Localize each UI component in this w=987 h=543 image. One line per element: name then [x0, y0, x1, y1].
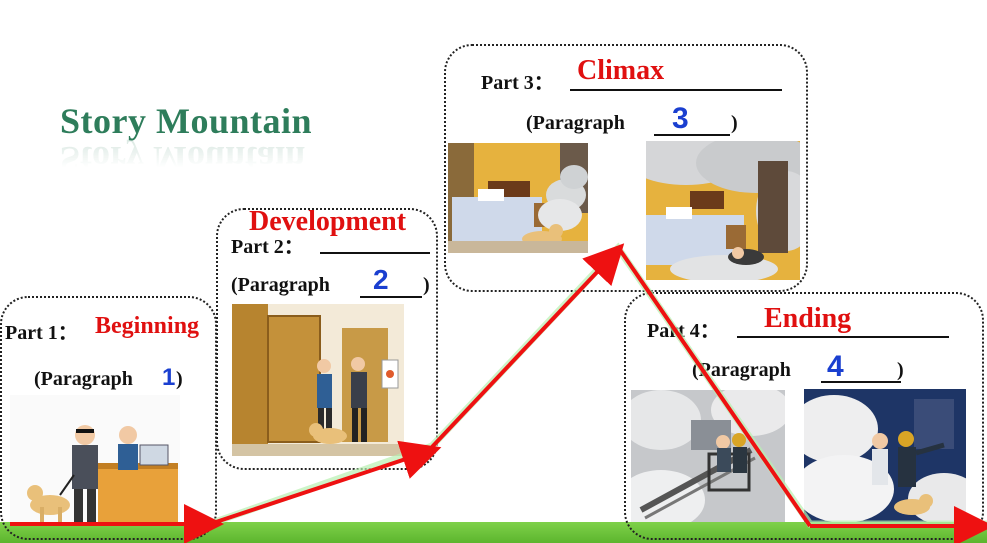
- arrow-to-climax: [432, 252, 616, 447]
- arrow-falling: [620, 250, 810, 526]
- arrow-to-development: [216, 451, 430, 522]
